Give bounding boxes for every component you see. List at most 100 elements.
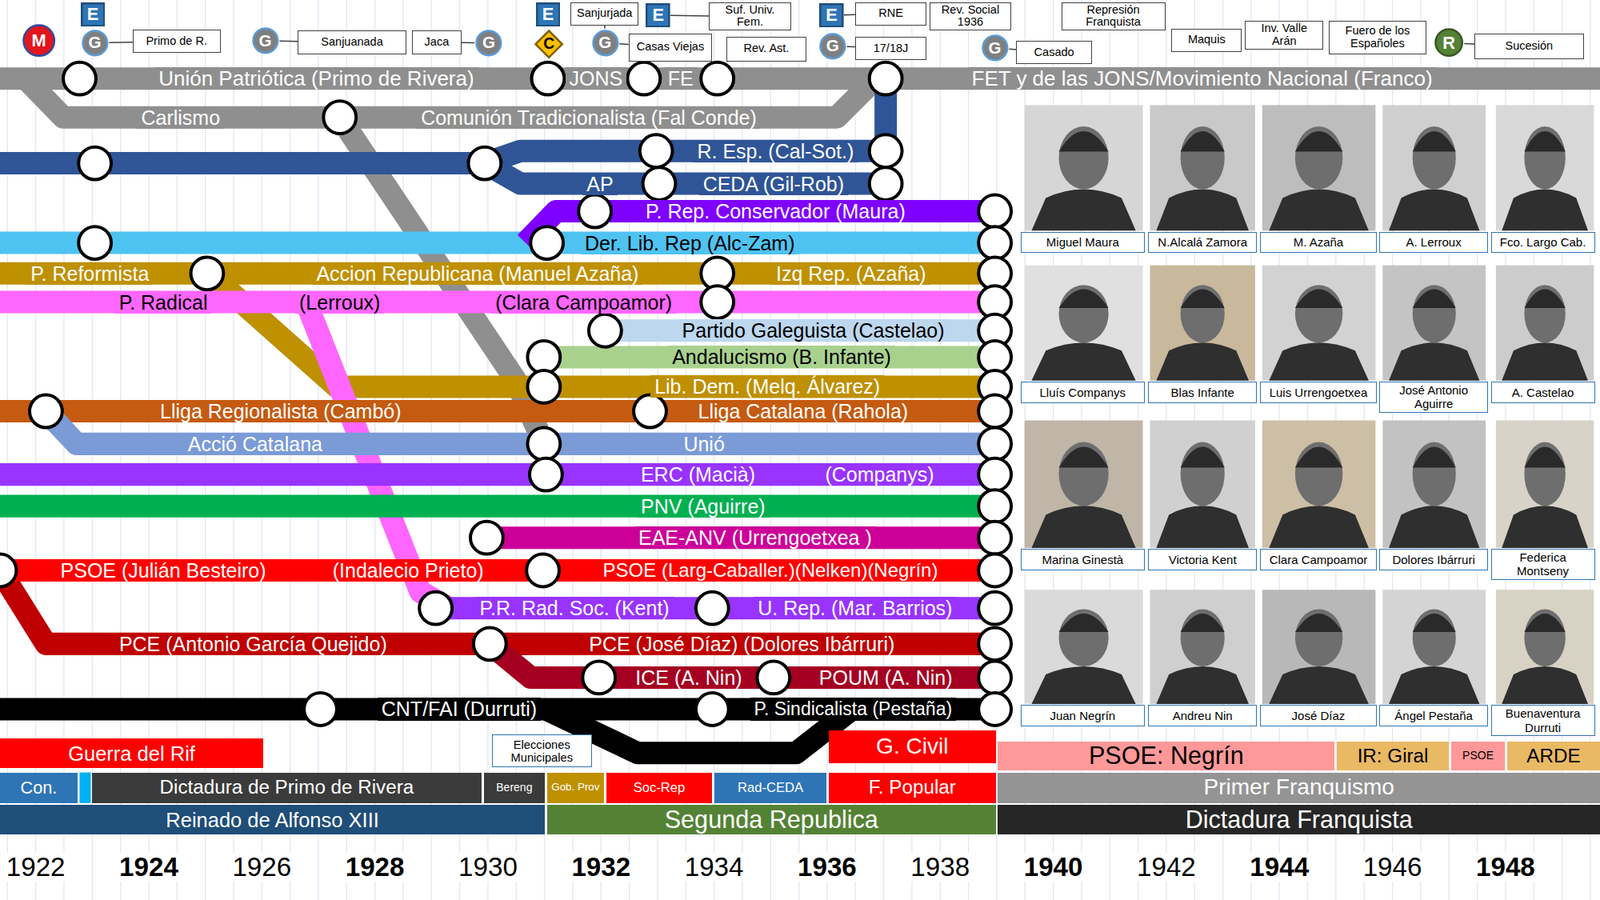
event-marker: E xyxy=(819,3,844,28)
event-callout: Suf. Univ. Fem. xyxy=(708,2,791,32)
event-marker: E xyxy=(536,2,561,28)
event-callout: 17/18J xyxy=(855,36,927,60)
period-band: Dictadura de Primo de Rivera xyxy=(92,772,482,804)
node-text: G xyxy=(598,34,612,52)
station-dot xyxy=(978,592,1012,625)
portrait-caption: Victoria Kent xyxy=(1148,548,1257,571)
photo-head xyxy=(1412,442,1456,507)
party-line-label: CNT/FAI (Durruti) xyxy=(377,697,541,720)
portraits xyxy=(1024,104,1595,704)
period-band: Bereng xyxy=(484,772,546,804)
photo-shoulders xyxy=(1501,342,1588,381)
party-line-label: AP xyxy=(582,172,617,196)
party-line-label: Lliga Catalana (Rahola) xyxy=(693,400,912,423)
station-dot xyxy=(978,195,1012,228)
photo-ground xyxy=(1024,265,1144,381)
node-text: Casas Viejas xyxy=(636,40,704,54)
year-label: 1944 xyxy=(1247,852,1312,882)
node-text: G xyxy=(482,34,496,52)
period-band: G. Civil xyxy=(828,730,996,764)
node-text: Casado xyxy=(1034,46,1075,60)
event-marker: E xyxy=(80,2,106,28)
photo-hair xyxy=(1180,447,1225,468)
marker-square xyxy=(81,3,104,26)
party-line-label: EAE-ANV (Urrengoetxea ) xyxy=(634,526,876,549)
party-rail xyxy=(592,319,996,342)
node-text: Andalucismo (B. Infante) xyxy=(672,345,892,368)
node-text: G. Civil xyxy=(876,734,948,760)
photo-shoulders xyxy=(1031,666,1136,704)
event-callout: Casado xyxy=(1016,40,1092,64)
station-dot xyxy=(526,554,560,588)
year-label: 1940 xyxy=(1021,852,1086,882)
station-dot xyxy=(527,340,560,374)
node-text: ICE (A. Nin) xyxy=(635,666,742,689)
node-text: Miguel Maura xyxy=(1046,235,1120,249)
marker-circle xyxy=(23,25,54,56)
node-text: Sanjurjada xyxy=(576,7,632,20)
callout-tail xyxy=(461,41,476,44)
station-dot xyxy=(63,62,96,96)
portrait-photo xyxy=(1262,420,1376,548)
photo-shoulders xyxy=(1156,505,1249,548)
node-text: Represión Franquista xyxy=(1064,4,1163,30)
node-text: P. Rep. Conservador (Maura) xyxy=(645,200,906,223)
node-text: Federica Montseny xyxy=(1494,550,1592,579)
photo-ground xyxy=(1382,104,1486,231)
photo-shoulders xyxy=(1156,188,1249,231)
period-band: Reinado de Alfonso XIII xyxy=(0,804,545,835)
node-text: CEDA (Gil-Rob) xyxy=(703,172,844,196)
event-marker: G xyxy=(980,33,1010,63)
node-text: Acció Catalana xyxy=(188,432,323,456)
station-dot xyxy=(978,627,1012,660)
photo-head xyxy=(1295,284,1343,343)
portrait-photo xyxy=(1150,265,1256,381)
photo-hair xyxy=(1524,613,1565,632)
station-dot xyxy=(78,226,112,260)
photo-head xyxy=(1180,442,1225,507)
node-text: Andreu Nin xyxy=(1172,708,1233,723)
portrait-caption: Andreu Nin xyxy=(1148,704,1257,727)
event-marker: G xyxy=(818,32,848,61)
portrait-caption: N.Alcalá Zamora xyxy=(1148,232,1257,254)
photo-hair xyxy=(1059,131,1109,152)
party-rail xyxy=(0,400,996,423)
photo-ground xyxy=(1382,265,1486,381)
station-dot xyxy=(419,592,452,625)
period-band: IR: Giral xyxy=(1336,741,1449,771)
photo-hair xyxy=(1180,613,1225,632)
party-rail xyxy=(0,291,996,314)
photo-shoulders xyxy=(1388,342,1480,381)
portrait-photo xyxy=(1496,104,1594,231)
node-text: ARDE xyxy=(1526,745,1580,768)
marker-circle xyxy=(252,28,278,54)
node-text: Ángel Pestaña xyxy=(1394,708,1473,723)
node-text: Lib. Dem. (Melq. Álvarez) xyxy=(654,375,880,398)
node-text: JONS xyxy=(569,67,624,90)
party-line-label: FET y de las JONS/Movimiento Nacional (F… xyxy=(968,67,1437,90)
photo-ground xyxy=(1024,420,1144,548)
node-text: P.R. Rad. Soc. (Kent) xyxy=(480,596,670,620)
event-callout: Sanjuanada xyxy=(297,30,406,54)
photo-shoulders xyxy=(1501,188,1588,231)
party-line-label: Lliga Regionalista (Cambó) xyxy=(156,400,406,423)
callout-tail xyxy=(844,14,856,16)
node-text: Jaca xyxy=(424,36,450,49)
party-line-label: PSOE (Larg-Caballer.)(Nelken)(Negrín) xyxy=(599,559,943,582)
node-text: E xyxy=(542,5,555,24)
portrait-caption: A. Lerroux xyxy=(1379,232,1488,254)
callout-tail xyxy=(279,40,298,43)
portrait-photo xyxy=(1262,265,1376,381)
photo-head xyxy=(1412,284,1456,343)
portrait-caption: Federica Montseny xyxy=(1491,548,1596,580)
node-text: CNT/FAI (Durruti) xyxy=(381,697,537,720)
node-text: Rev. Ast. xyxy=(743,42,789,56)
portrait-caption: Buenaventura Durruti xyxy=(1491,704,1596,736)
year-label: 1946 xyxy=(1360,852,1425,882)
node-text: Dolores Ibárruri xyxy=(1392,552,1475,567)
period-band: Segunda Republica xyxy=(547,804,996,835)
portrait-caption: Fco. Largo Cab. xyxy=(1491,232,1596,254)
party-line-label: P.R. Rad. Soc. (Kent) xyxy=(476,596,674,620)
station-dot xyxy=(633,395,667,428)
photo-shoulders xyxy=(1031,505,1136,548)
